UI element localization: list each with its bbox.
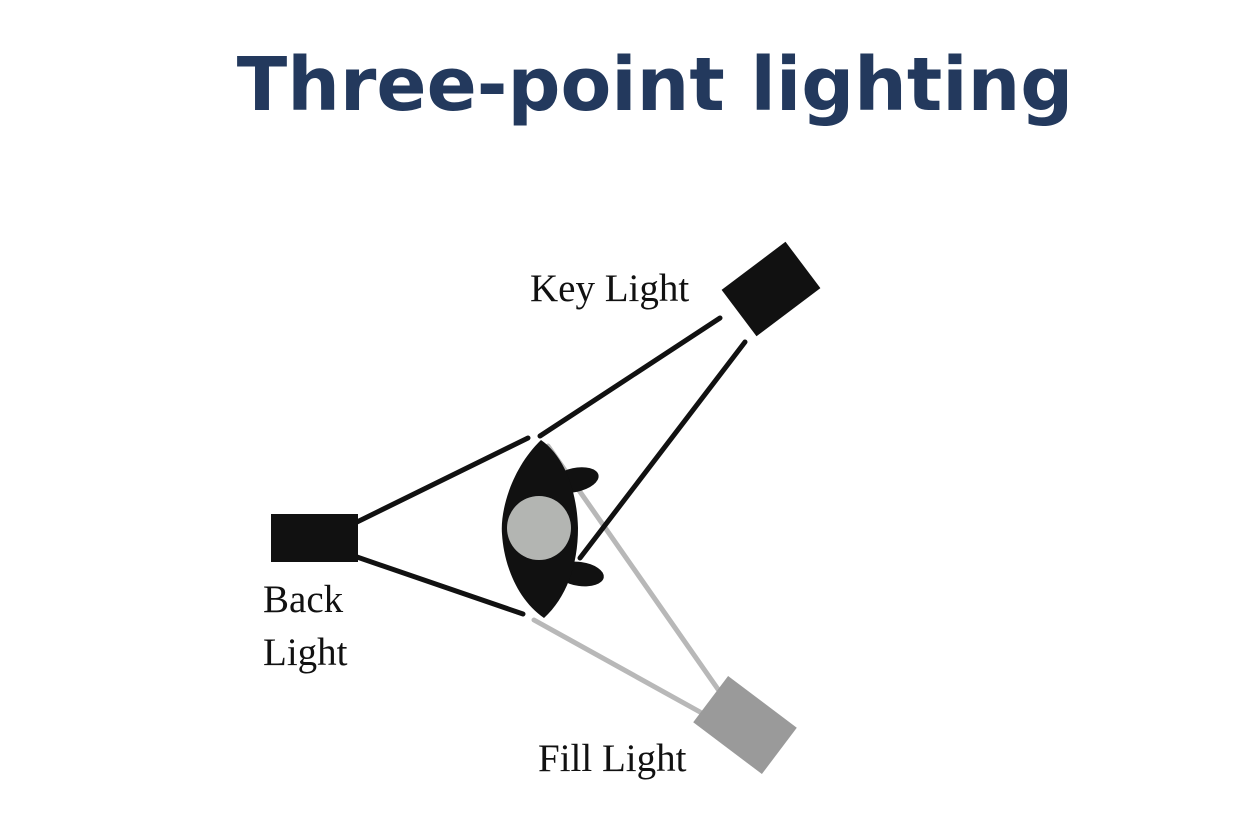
subject-person — [501, 440, 604, 618]
back-beam-lower — [354, 554, 526, 617]
back-beam-upper — [354, 435, 531, 525]
back-light-label-line2: Light — [263, 631, 348, 674]
subject-head — [507, 496, 571, 560]
fill-beam-lower — [531, 617, 703, 715]
key-beam-upper — [537, 315, 723, 439]
key-light-fixture — [721, 241, 821, 337]
back-light-beams — [354, 435, 531, 617]
fill-light-fixture — [693, 675, 797, 775]
back-light-fixture — [271, 514, 358, 562]
fill-light-label: Fill Light — [538, 737, 687, 780]
key-light-label: Key Light — [530, 267, 689, 310]
page-title: Three-point lighting — [236, 42, 1074, 128]
key-beam-lower — [577, 339, 748, 561]
back-light-label-line1: Back — [263, 578, 344, 621]
key-light-beams — [537, 315, 748, 561]
